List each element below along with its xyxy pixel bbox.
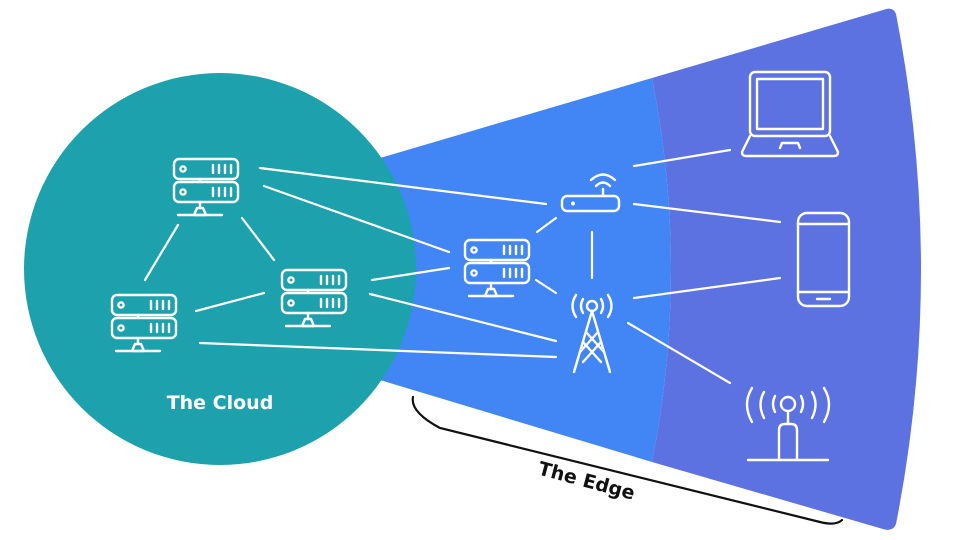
cell-tower-icon — [571, 293, 613, 374]
link-top-router — [258, 166, 548, 206]
cloud-label: The Cloud — [167, 392, 274, 414]
link-tower-antenna — [626, 321, 732, 385]
edge-zone-inner — [380, 78, 671, 462]
link-top-edgeserver — [262, 184, 451, 254]
smartphone-icon — [796, 211, 851, 308]
link-left-mid — [194, 291, 266, 313]
link-router-phone — [632, 202, 782, 224]
link-top-mid — [240, 216, 276, 262]
edge-brace — [411, 395, 844, 525]
link-mid-tower — [368, 292, 558, 343]
edge-zone-outer — [652, 8, 921, 530]
link-tower-phone — [632, 276, 782, 300]
radio-antenna-icon — [745, 386, 831, 462]
laptop-icon — [740, 70, 840, 158]
link-router-laptop — [632, 148, 732, 168]
cloud-zone — [24, 73, 416, 465]
link-top-left — [143, 223, 180, 282]
wifi-router-icon — [560, 173, 621, 213]
link-left-tower — [198, 341, 558, 359]
connections — [143, 148, 782, 385]
link-edgeserver-tower — [534, 278, 558, 295]
link-edgeserver-router — [535, 216, 558, 234]
link-mid-edgeserver — [370, 266, 451, 282]
